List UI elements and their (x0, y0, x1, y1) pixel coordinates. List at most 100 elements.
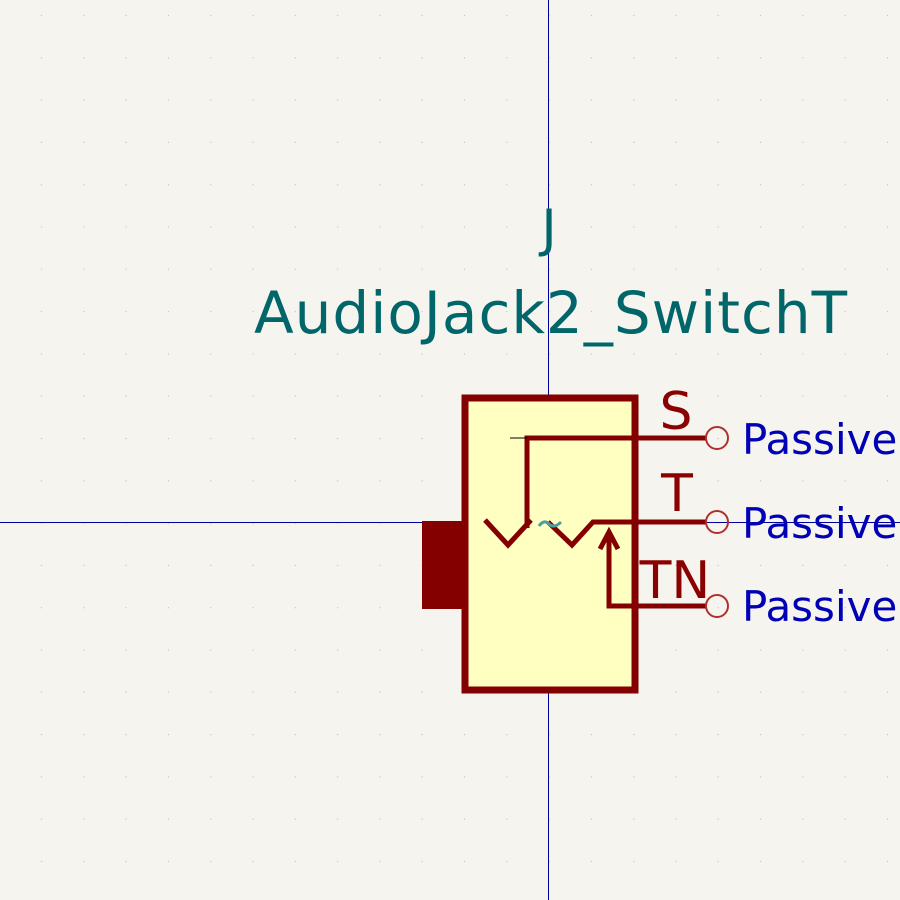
grid-dot (167, 99, 169, 101)
grid-dot (463, 14, 466, 17)
grid-dot (548, 57, 550, 59)
grid-dot (421, 776, 423, 778)
grid-dot (421, 268, 423, 270)
grid-dot (210, 776, 212, 778)
grid-dot (210, 437, 212, 440)
grid-dot (886, 860, 889, 863)
pin-end-t[interactable] (705, 510, 729, 534)
grid-dot (337, 141, 339, 143)
grid-dot (421, 184, 423, 186)
grid-dot (210, 268, 212, 270)
reference-designator[interactable]: J (538, 199, 556, 259)
grid-dot (379, 57, 381, 59)
grid-dot (83, 268, 85, 270)
grid-dot (506, 268, 508, 270)
grid-dot (548, 818, 550, 820)
grid-dot (717, 776, 719, 778)
grid-dot (421, 226, 423, 228)
grid-dot (886, 776, 889, 778)
grid-dot (337, 776, 339, 778)
grid-dot (844, 776, 846, 778)
grid-dot (802, 522, 804, 524)
grid-dot (337, 691, 339, 693)
grid-dot (294, 607, 296, 609)
grid-dot (506, 184, 508, 186)
grid-dot (886, 268, 889, 270)
grid-dot (40, 734, 43, 736)
grid-dot (83, 99, 85, 101)
grid-dot (210, 734, 212, 736)
grid-dot (717, 649, 719, 651)
grid-dot (379, 734, 381, 736)
grid-dot (167, 14, 169, 17)
grid-dot (675, 57, 677, 59)
grid-dot (675, 480, 677, 482)
grid-dot (886, 564, 889, 566)
grid-dot (125, 14, 127, 17)
grid-dot (844, 395, 846, 397)
pin-end-s[interactable] (705, 426, 729, 450)
grid-dot (463, 184, 466, 186)
grid-dot (633, 184, 635, 186)
grid-dot (294, 776, 296, 778)
grid-dot (802, 184, 804, 186)
grid-dot (379, 395, 381, 397)
pin-end-tn[interactable] (705, 594, 729, 618)
grid-dot (886, 311, 889, 313)
grid-dot (760, 99, 762, 101)
grid-dot (125, 395, 127, 397)
grid-dot (548, 311, 550, 313)
jack-sleeve-block (422, 521, 468, 609)
grid-dot (337, 480, 339, 482)
grid-dot (844, 522, 846, 524)
grid-dot (760, 649, 762, 651)
grid-dot (210, 480, 212, 482)
grid-dot (802, 311, 804, 313)
grid-dot (40, 860, 43, 863)
grid-dot (83, 522, 85, 524)
grid-dot (40, 776, 43, 778)
grid-dot (337, 649, 339, 651)
grid-dot (675, 14, 677, 17)
pin-type-tn: Passive (742, 582, 897, 631)
grid-dot (337, 860, 339, 863)
grid-dot (717, 437, 719, 440)
grid-dot (760, 311, 762, 313)
symbol-value[interactable]: AudioJack2_SwitchT (254, 279, 848, 347)
grid-dot (717, 691, 719, 693)
grid-dot (548, 353, 550, 355)
grid-dot (760, 776, 762, 778)
grid-dot (83, 818, 85, 820)
grid-dot (210, 184, 212, 186)
grid-dot (675, 564, 677, 566)
grid-dot (421, 734, 423, 736)
grid-dot (125, 860, 127, 863)
grid-dot (210, 860, 212, 863)
grid-dot (675, 268, 677, 270)
grid-dot (167, 57, 169, 59)
grid-dot (167, 522, 169, 524)
grid-dot (210, 141, 212, 143)
grid-dot (337, 564, 339, 566)
grid-dot (886, 607, 889, 609)
grid-dot (210, 395, 212, 397)
grid-dot (294, 14, 296, 17)
grid-dot (463, 141, 466, 143)
grid-dot (379, 353, 381, 355)
grid-dot (717, 226, 719, 228)
grid-dot (590, 57, 592, 59)
grid-dot (83, 607, 85, 609)
grid-dot (633, 776, 635, 778)
grid-dot (294, 818, 296, 820)
grid-dot (167, 734, 169, 736)
grid-dot (294, 184, 296, 186)
grid-dot (760, 818, 762, 820)
grid-dot (844, 607, 846, 609)
grid-dot (421, 353, 423, 355)
grid-dot (886, 14, 889, 17)
grid-dot (421, 691, 423, 693)
grid-dot (590, 14, 592, 17)
grid-dot (125, 691, 127, 693)
grid-dot (167, 184, 169, 186)
